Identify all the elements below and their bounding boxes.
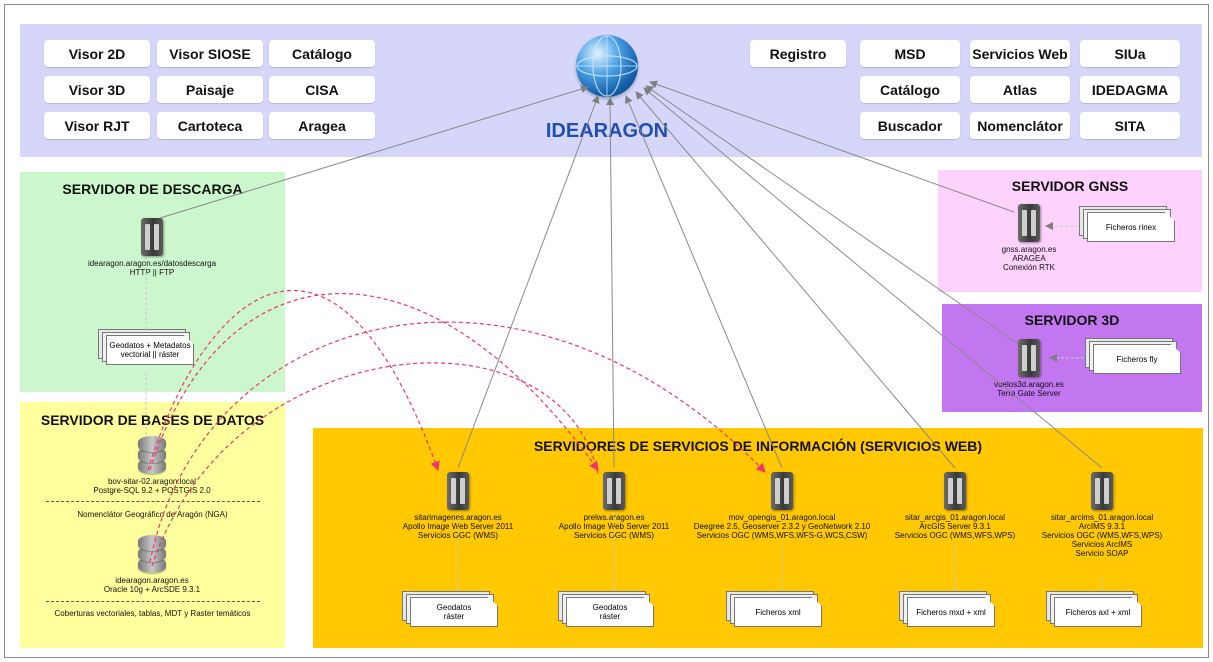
gnss-title: SERVIDOR GNSS: [1011, 178, 1129, 194]
database-icon: [138, 535, 166, 573]
descarga-doc-label: Geodatos + Metadatos vectorial || ráster: [109, 341, 191, 359]
portal-button[interactable]: Nomenclátor: [970, 112, 1070, 139]
portal-button[interactable]: CISA: [269, 76, 375, 103]
service-doc-label: Geodatos ráster: [436, 603, 472, 621]
document-icon: Ficheros rinex: [1087, 212, 1175, 242]
db1-separator: [46, 501, 260, 502]
connector-line: [643, 87, 1103, 469]
service-doc: Ficheros xml: [726, 591, 822, 627]
portal-button[interactable]: Paisaje: [157, 76, 263, 103]
descarga-server-label: idearagon.aragon.es/datosdescarga HTTP |…: [87, 259, 217, 277]
document-icon: Geodatos ráster: [566, 597, 654, 627]
db-link-curve: [149, 321, 766, 563]
server-icon: [141, 218, 163, 256]
db2-node[interactable]: idearagon.aragon.es Oracle 10g + ArcSDE …: [52, 535, 252, 594]
diagram-frame: [4, 4, 1209, 658]
service-doc: Geodatos ráster: [402, 591, 498, 627]
connector-line: [159, 85, 589, 219]
portal-button[interactable]: MSD: [860, 40, 960, 67]
connector-line: [645, 85, 1019, 345]
service-doc-label: Geodatos ráster: [592, 603, 628, 621]
descarga-title: SERVIDOR DE DESCARGA: [62, 181, 243, 197]
server-icon: [1018, 204, 1040, 242]
document-icon: Ficheros xml: [734, 597, 822, 627]
db1-caption: Nomenclátor Geográfico de Aragón (NGA): [77, 510, 228, 519]
service-server-label: mov_opengis_01.aragon.local Deegree 2.5,…: [693, 513, 871, 540]
db-link-curve: [147, 289, 440, 472]
portal-button[interactable]: Atlas: [970, 76, 1070, 103]
document-icon: Geodatos ráster: [410, 597, 498, 627]
portal-button[interactable]: SIUa: [1080, 40, 1180, 67]
idearagon-title: IDEARAGON: [545, 120, 669, 142]
service-doc-label: Ficheros axl + xml: [1065, 607, 1131, 617]
portal-button[interactable]: Aragea: [269, 112, 375, 139]
service-doc: Ficheros axl + xml: [1046, 591, 1142, 627]
db-link-curve: [151, 362, 599, 567]
service-doc: Geodatos ráster: [558, 591, 654, 627]
portal-button[interactable]: Visor 2D: [44, 40, 150, 67]
service-server-label: sitar_arcims_01.aragon.local ArcIMS 9.3.…: [1041, 513, 1163, 558]
gnss-panel: SERVIDOR GNSS gnss.aragon.es ARAGEA Cone…: [938, 170, 1202, 292]
s3d-title: SERVIDOR 3D: [1024, 312, 1120, 328]
gnss-doc-label: Ficheros rinex: [1105, 222, 1157, 232]
connector-line: [635, 91, 956, 469]
server-icon: [944, 472, 966, 510]
portal-button[interactable]: Cartoteca: [157, 112, 263, 139]
connector-line: [625, 95, 783, 469]
descarga-server[interactable]: idearagon.aragon.es/datosdescarga HTTP |…: [52, 218, 252, 277]
gnss-doc: Ficheros rinex: [1079, 206, 1175, 242]
db1-node[interactable]: bov-sitar-02.aragon.local Postgre-SQL 9.…: [52, 436, 252, 495]
database-icon: [138, 436, 166, 474]
bases-title: SERVIDOR DE BASES DE DATOS: [40, 412, 265, 428]
s3d-server[interactable]: vuelos3d.aragon.es Terra Gate Server: [974, 339, 1084, 398]
service-server[interactable]: mov_opengis_01.aragon.local Deegree 2.5,…: [682, 472, 882, 540]
db2-separator: [46, 601, 260, 602]
service-doc: Ficheros mxd + xml: [899, 591, 995, 627]
bases-panel: SERVIDOR DE BASES DE DATOS bov-sitar-02.…: [20, 402, 285, 648]
portal-button[interactable]: Servicios Web: [970, 40, 1070, 67]
db-link-curve: [149, 293, 599, 471]
portal-button[interactable]: Buscador: [860, 112, 960, 139]
portal-button[interactable]: SITA: [1080, 112, 1180, 139]
service-server[interactable]: sitar_arcims_01.aragon.local ArcIMS 9.3.…: [1002, 472, 1202, 558]
db1-label: bov-sitar-02.aragon.local Postgre-SQL 9.…: [93, 477, 211, 495]
portal-button[interactable]: Registro: [750, 40, 846, 67]
portal-button[interactable]: Catálogo: [860, 76, 960, 103]
descarga-panel: SERVIDOR DE DESCARGA idearagon.aragon.es…: [20, 172, 285, 392]
portal-button[interactable]: Catálogo: [269, 40, 375, 67]
portal-button[interactable]: IDEDAGMA: [1080, 76, 1180, 103]
server-icon: [447, 472, 469, 510]
service-server[interactable]: sitar_arcgis_01.aragon.local ArcGIS Serv…: [855, 472, 1055, 540]
document-icon: Ficheros mxd + xml: [907, 597, 995, 627]
s3d-server-label: vuelos3d.aragon.es Terra Gate Server: [994, 380, 1064, 398]
portal-button[interactable]: Visor 3D: [44, 76, 150, 103]
document-icon: Ficheros fly: [1093, 344, 1181, 374]
connector-line: [606, 97, 615, 469]
db2-caption: Coberturas vectoriales, tablas, MDT y Ra…: [54, 609, 251, 618]
db2-label: idearagon.aragon.es Oracle 10g + ArcSDE …: [103, 576, 201, 594]
service-doc-label: Ficheros mxd + xml: [916, 607, 986, 617]
gnss-server[interactable]: gnss.aragon.es ARAGEA Conexión RTK: [974, 204, 1084, 272]
document-icon: Ficheros axl + xml: [1054, 597, 1142, 627]
service-doc-label: Ficheros xml: [755, 607, 801, 617]
portal-button[interactable]: Visor RJT: [44, 112, 150, 139]
portal-button[interactable]: Visor SIOSE: [157, 40, 263, 67]
server-icon: [1018, 339, 1040, 377]
s3d-doc-label: Ficheros fly: [1116, 354, 1158, 364]
document-icon: Geodatos + Metadatos vectorial || ráster: [106, 335, 194, 365]
server-icon: [603, 472, 625, 510]
server-icon: [1091, 472, 1113, 510]
s3d-doc: Ficheros fly: [1085, 338, 1181, 374]
descarga-doc: Geodatos + Metadatos vectorial || ráster: [98, 329, 194, 365]
server-icon: [771, 472, 793, 510]
servicios-title: SERVIDORES DE SERVICIOS DE INFORMACIÓN (…: [533, 438, 983, 454]
gnss-server-label: gnss.aragon.es ARAGEA Conexión RTK: [1001, 245, 1057, 272]
connector-line: [457, 95, 600, 469]
service-server-label: sitar_arcgis_01.aragon.local ArcGIS Serv…: [894, 513, 1016, 540]
connector-line: [649, 80, 1015, 213]
